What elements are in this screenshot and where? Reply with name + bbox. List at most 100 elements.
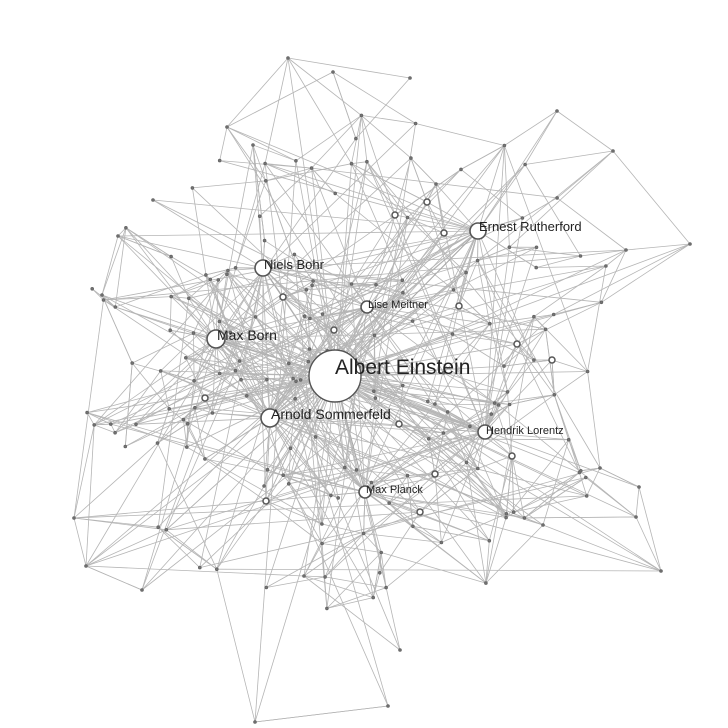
graph-node[interactable] — [688, 242, 692, 246]
node-born[interactable] — [206, 329, 226, 349]
graph-node[interactable] — [578, 254, 583, 258]
graph-node[interactable] — [233, 368, 238, 373]
graph-node[interactable] — [253, 720, 257, 724]
graph-node[interactable] — [361, 531, 366, 536]
graph-node[interactable] — [450, 332, 455, 336]
graph-node[interactable] — [541, 523, 545, 527]
graph-node[interactable] — [431, 470, 439, 478]
graph-node[interactable] — [288, 446, 293, 451]
graph-node[interactable] — [156, 525, 160, 530]
graph-node[interactable] — [611, 149, 615, 153]
node-bohr[interactable] — [254, 259, 272, 277]
graph-node[interactable] — [72, 516, 76, 520]
graph-node[interactable] — [434, 182, 438, 186]
graph-node[interactable] — [369, 480, 374, 485]
graph-node[interactable] — [226, 268, 230, 273]
graph-node[interactable] — [532, 358, 536, 362]
graph-node[interactable] — [464, 270, 468, 275]
graph-node[interactable] — [401, 383, 405, 388]
graph-node[interactable] — [216, 278, 221, 282]
graph-node[interactable] — [336, 496, 341, 500]
graph-node[interactable] — [101, 298, 106, 302]
graph-node[interactable] — [373, 396, 378, 400]
graph-node[interactable] — [109, 422, 113, 426]
node-lorentz[interactable] — [477, 424, 493, 440]
graph-node[interactable] — [286, 482, 291, 486]
graph-node[interactable] — [302, 314, 307, 319]
graph-node[interactable] — [113, 430, 117, 435]
graph-node[interactable] — [426, 437, 431, 441]
graph-node[interactable] — [320, 522, 324, 526]
graph-node[interactable] — [134, 422, 138, 427]
graph-node[interactable] — [184, 356, 188, 360]
graph-node[interactable] — [405, 473, 410, 478]
graph-node[interactable] — [158, 369, 163, 373]
graph-node[interactable] — [185, 421, 190, 426]
graph-node[interactable] — [329, 493, 333, 498]
graph-node[interactable] — [598, 466, 602, 470]
graph-node[interactable] — [287, 361, 291, 366]
graph-node[interactable] — [502, 364, 506, 368]
graph-node[interactable] — [504, 515, 508, 520]
graph-node[interactable] — [496, 403, 501, 407]
graph-node[interactable] — [203, 457, 207, 461]
graph-node[interactable] — [130, 361, 134, 365]
graph-node[interactable] — [551, 312, 556, 317]
node-planck[interactable] — [358, 485, 372, 499]
graph-node[interactable] — [376, 370, 381, 375]
graph-node[interactable] — [401, 290, 405, 295]
graph-node[interactable] — [459, 167, 463, 172]
graph-node[interactable] — [359, 113, 364, 118]
graph-node[interactable] — [215, 567, 219, 572]
graph-node[interactable] — [391, 211, 399, 219]
graph-node[interactable] — [371, 595, 376, 600]
graph-node[interactable] — [476, 466, 480, 471]
graph-node[interactable] — [532, 314, 536, 319]
graph-node[interactable] — [585, 369, 590, 374]
graph-node[interactable] — [251, 143, 255, 147]
graph-node[interactable] — [365, 159, 369, 164]
graph-node[interactable] — [555, 196, 559, 200]
graph-node[interactable] — [395, 420, 403, 428]
graph-node[interactable] — [124, 226, 128, 230]
graph-node[interactable] — [372, 389, 376, 394]
graph-node[interactable] — [439, 540, 444, 545]
graph-node[interactable] — [455, 302, 463, 310]
graph-node[interactable] — [225, 272, 229, 277]
graph-node[interactable] — [441, 431, 446, 435]
graph-node[interactable] — [489, 412, 494, 416]
graph-node[interactable] — [331, 70, 335, 74]
graph-node[interactable] — [307, 347, 312, 351]
graph-node[interactable] — [487, 538, 492, 543]
graph-node[interactable] — [511, 510, 516, 514]
graph-node[interactable] — [441, 371, 446, 375]
graph-node[interactable] — [198, 565, 202, 570]
graph-node[interactable] — [190, 186, 195, 190]
graph-node[interactable] — [410, 319, 415, 323]
graph-node[interactable] — [411, 524, 415, 529]
graph-node[interactable] — [292, 252, 297, 257]
graph-node[interactable] — [464, 460, 469, 465]
graph-node[interactable] — [281, 473, 286, 478]
graph-node[interactable] — [508, 452, 516, 460]
graph-node[interactable] — [522, 516, 527, 520]
graph-node[interactable] — [513, 340, 521, 348]
graph-node[interactable] — [484, 581, 488, 585]
node-einstein[interactable] — [308, 349, 362, 403]
graph-node[interactable] — [624, 248, 628, 252]
graph-node[interactable] — [584, 494, 589, 498]
graph-node[interactable] — [634, 515, 638, 519]
graph-node[interactable] — [123, 444, 128, 449]
graph-node[interactable] — [225, 125, 229, 129]
graph-node[interactable] — [181, 417, 186, 422]
graph-node[interactable] — [310, 283, 314, 288]
graph-node[interactable] — [245, 394, 249, 398]
graph-node[interactable] — [445, 410, 450, 414]
graph-node[interactable] — [505, 390, 510, 394]
graph-node[interactable] — [354, 136, 358, 141]
graph-node[interactable] — [85, 410, 89, 415]
graph-node[interactable] — [379, 550, 384, 555]
graph-node[interactable] — [265, 467, 270, 472]
graph-node[interactable] — [164, 528, 169, 532]
graph-node[interactable] — [294, 379, 298, 384]
